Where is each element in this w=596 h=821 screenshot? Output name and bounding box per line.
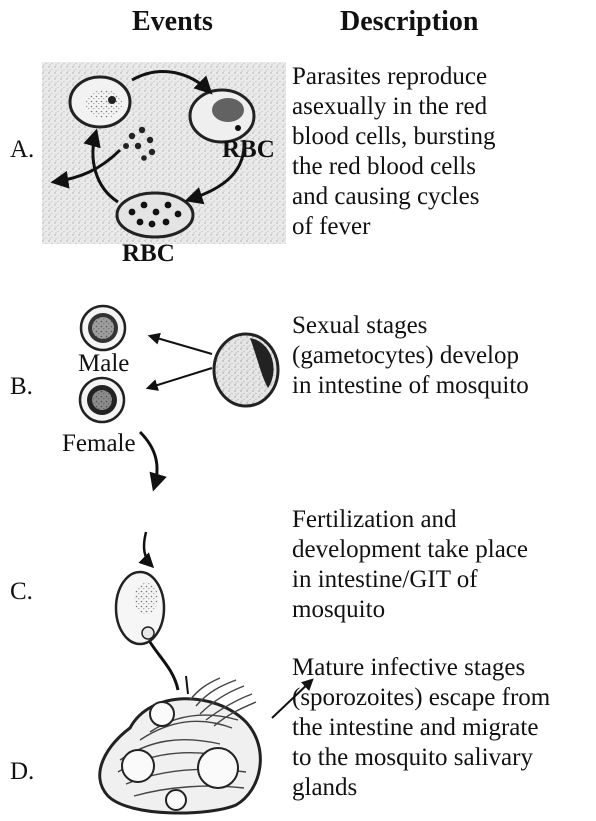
event-letter: B.	[10, 373, 33, 401]
rbc-label: RBC	[222, 136, 275, 164]
male-label: Male	[78, 350, 129, 378]
event-letter: C.	[10, 578, 33, 606]
event-letter: D.	[10, 758, 34, 786]
event-b-gametocytes	[80, 306, 278, 488]
event-letter: A.	[10, 136, 34, 164]
female-label: Female	[62, 430, 136, 458]
event-d-oocyst	[100, 676, 312, 813]
event-c-ookinete	[116, 532, 178, 690]
event-d-description: Mature infective stages(sporozoites) esc…	[292, 653, 550, 803]
rbc-label: RBC	[122, 240, 175, 268]
